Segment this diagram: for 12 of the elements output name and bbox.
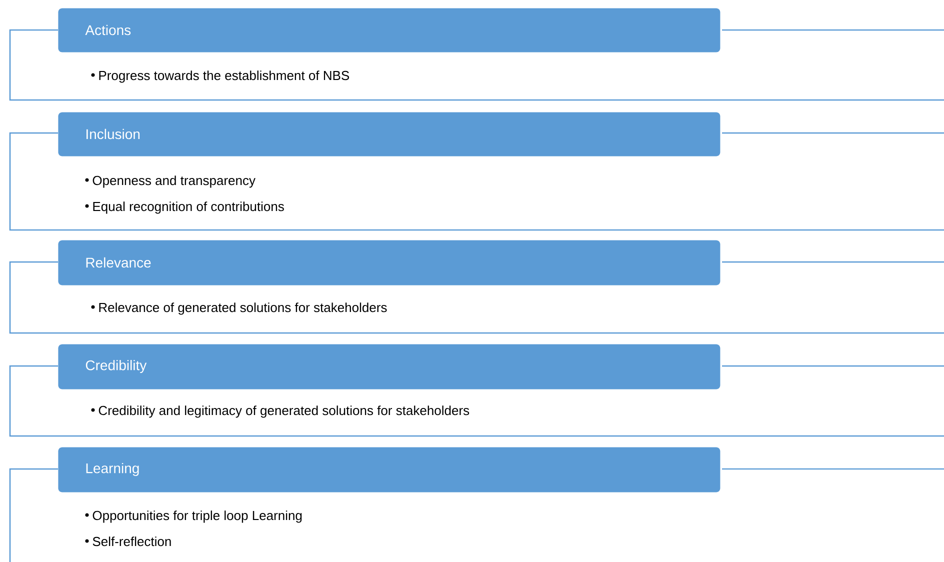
node-label: Equal recognition of contributions <box>93 202 284 214</box>
header-bar: Relevance <box>58 240 720 286</box>
header-bar: Learning <box>58 447 720 492</box>
node-label: Credibility and legitimacy of generated solutions for stakeholders <box>98 406 470 418</box>
node-label: Openness and transparency <box>92 176 256 188</box>
node-label: Progress towards the establishment of NBS <box>99 70 350 83</box>
header-bar: Credibility <box>58 344 720 390</box>
node-label: Self-reflection <box>92 536 171 546</box>
node-label: Relevance of generated solutions for stakeholders <box>99 302 387 315</box>
header-bar: Inclusion <box>58 112 720 156</box>
header-bar: Actions <box>58 8 720 52</box>
node-label: Opportunities for triple loop Learning <box>92 510 302 523</box>
